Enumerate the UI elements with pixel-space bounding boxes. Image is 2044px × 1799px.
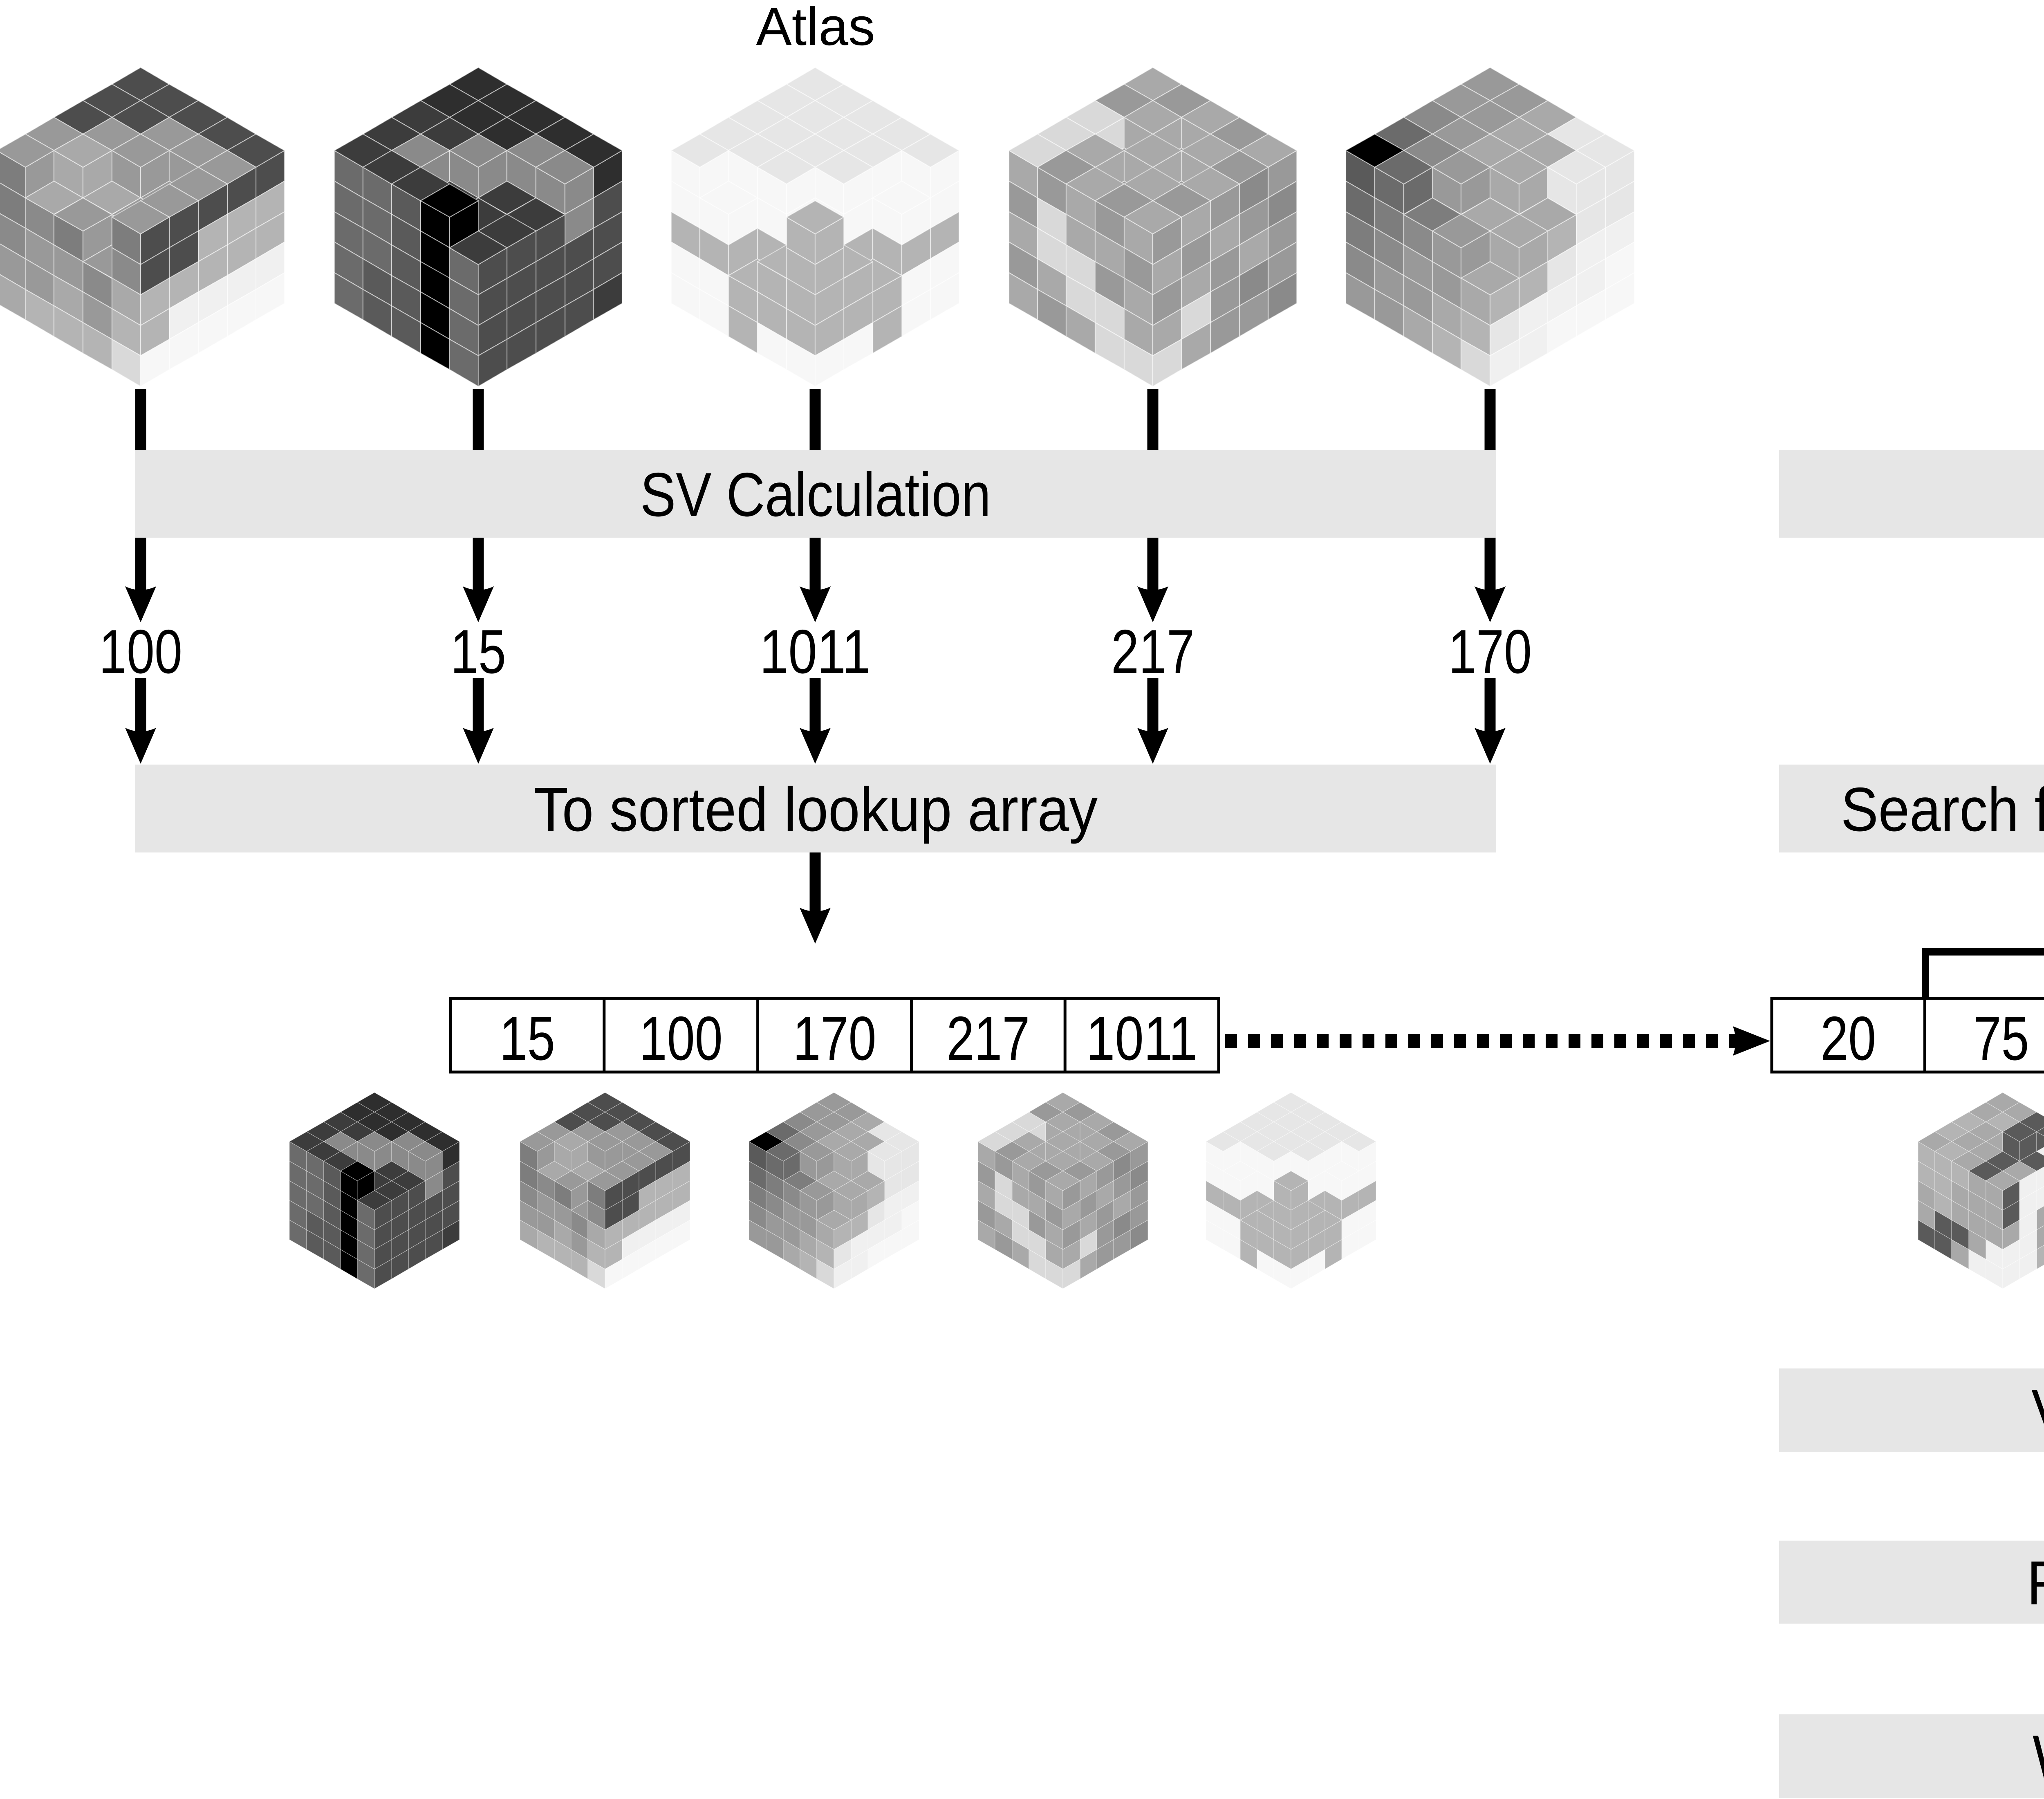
svg-text:15: 15 [500,1004,555,1073]
svg-text:Voxelwise Comparison: Voxelwise Comparison [2031,1377,2044,1446]
svg-text:Retain 30 Most Similar: Retain 30 Most Similar [2027,1548,2044,1618]
svg-text:Atlas: Atlas [756,0,875,56]
svg-text:217: 217 [946,1004,1030,1073]
svg-text:Weighted Label Voting: Weighted Label Voting [2033,1723,2044,1792]
svg-text:SV Calculation: SV Calculation [640,460,991,529]
svg-text:To sorted lookup array: To sorted lookup array [533,775,1098,844]
svg-text:Search for closest 1024 atlas: Search for closest 1024 atlas patches [1841,775,2044,844]
svg-text:15: 15 [450,617,506,686]
svg-text:1011: 1011 [1086,1004,1197,1073]
svg-text:20: 20 [1820,1004,1876,1073]
svg-text:100: 100 [639,1004,723,1073]
svg-text:100: 100 [99,617,182,686]
svg-text:75: 75 [1974,1004,2029,1073]
svg-text:1011: 1011 [760,617,871,686]
svg-text:170: 170 [1448,617,1532,686]
svg-text:217: 217 [1111,617,1195,686]
svg-text:170: 170 [793,1004,876,1073]
